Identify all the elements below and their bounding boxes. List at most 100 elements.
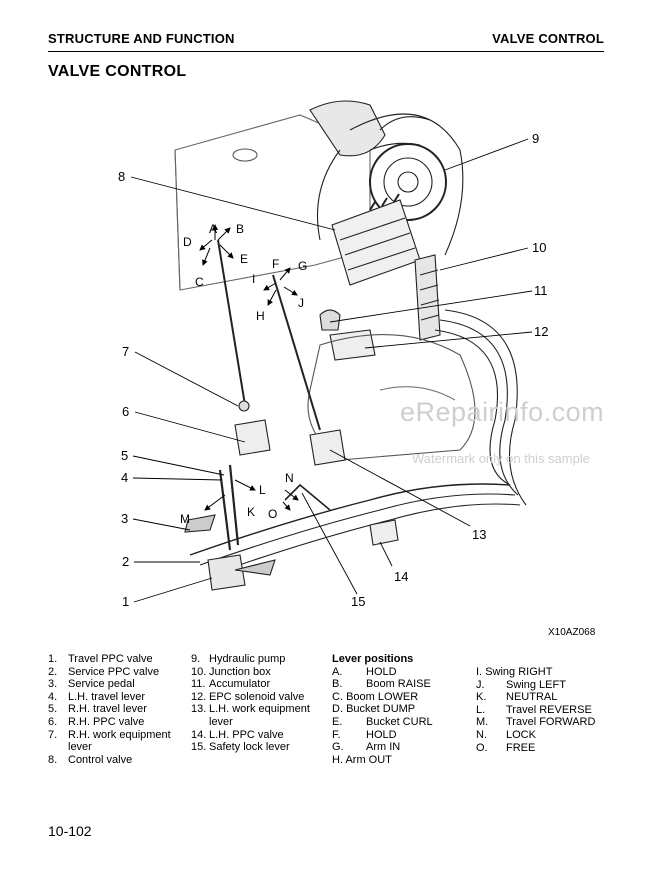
lever-positions-1: Lever positions A.HOLD B.Boom RAISE C. B…	[332, 653, 472, 766]
leader-8	[130, 176, 336, 231]
list-item: 6.R.H. PPC valve	[48, 715, 145, 728]
list-item: C. Boom LOWER	[332, 690, 419, 703]
list-item: D. Bucket DUMP	[332, 703, 416, 716]
list-item: F.HOLD	[332, 728, 397, 741]
chapter-title: VALVE CONTROL	[492, 31, 604, 46]
leader-12	[364, 331, 533, 349]
page-number: 10-102	[48, 823, 92, 839]
parts-list-2: 9.Hydraulic pump 10.Junction box 11.Accu…	[191, 653, 321, 754]
list-item: 4.L.H. travel lever	[48, 690, 146, 703]
valve-control-diagram: A B C D E F G H I J K L M N O 1 2 3	[118, 100, 548, 609]
leader-9	[444, 138, 529, 171]
letter-g: G	[298, 259, 307, 273]
letter-b: B	[236, 222, 244, 236]
direction-arrows	[199, 224, 299, 511]
leader-7	[134, 351, 239, 407]
letter-k: K	[247, 505, 255, 519]
list-item: 13.L.H. work equipment	[191, 703, 310, 716]
list-item: 12.EPC solenoid valve	[191, 690, 305, 703]
leader-6	[134, 411, 246, 443]
list-item: 8.Control valve	[48, 753, 133, 766]
list-item: 5.R.H. travel lever	[48, 703, 147, 716]
callout-4: 4	[121, 470, 128, 485]
leader-1	[133, 577, 213, 603]
rh-ppc-valve	[234, 419, 271, 456]
letter-a: A	[209, 222, 217, 236]
letter-f: F	[272, 257, 279, 271]
hydraulic-pump-body	[309, 100, 386, 157]
callout-11: 11	[534, 283, 548, 298]
callout-6: 6	[122, 404, 129, 419]
list-item: N.LOCK	[476, 728, 536, 741]
letter-h: H	[256, 309, 265, 323]
accumulator	[319, 309, 341, 331]
callout-15: 15	[351, 594, 365, 609]
callout-7: 7	[122, 344, 129, 359]
list-item: A.HOLD	[332, 665, 397, 678]
callout-12: 12	[534, 324, 548, 339]
leader-11	[329, 290, 533, 323]
leader-13	[329, 449, 471, 527]
rh-travel-lever	[228, 464, 240, 546]
list-item: 3.Service pedal	[48, 678, 135, 691]
list-item: K.NEUTRAL	[476, 691, 558, 704]
leader-14	[379, 541, 393, 567]
list-item: 15.Safety lock lever	[191, 741, 290, 754]
list-item: 14.L.H. PPC valve	[191, 728, 284, 741]
lever-positions-2: I. Swing RIGHT J.Swing LEFT K.NEUTRAL L.…	[476, 666, 626, 754]
callout-2: 2	[122, 554, 129, 569]
letter-i: I	[252, 272, 255, 286]
callout-14: 14	[394, 569, 408, 584]
list-item: 7.R.H. work equipment	[48, 728, 171, 741]
list-item: M.Travel FORWARD	[476, 716, 596, 729]
direction-letters: A B C D E F G H I J K L M N O	[180, 222, 307, 526]
machine-illustration	[174, 100, 527, 591]
watermark: eRepairinfo.com	[400, 397, 605, 427]
list-item: 10.Junction box	[191, 665, 271, 678]
lh-travel-lever	[218, 469, 232, 551]
floor-hoses	[189, 483, 511, 556]
page-header: STRUCTURE AND FUNCTION VALVE CONTROL	[48, 31, 604, 52]
list-item-continuation: lever	[68, 741, 92, 754]
callout-3: 3	[121, 511, 128, 526]
list-item: 2.Service PPC valve	[48, 665, 160, 678]
list-item: G.Arm IN	[332, 741, 401, 754]
callout-13: 13	[472, 527, 486, 542]
list-item: 1.Travel PPC valve	[48, 653, 153, 665]
leader-5	[132, 455, 225, 476]
travel-ppc-valve	[207, 554, 246, 591]
list-item: E.Bucket CURL	[332, 715, 433, 728]
safety-lock-lever	[284, 483, 331, 511]
letter-c: C	[195, 275, 204, 289]
list-item: H. Arm OUT	[332, 753, 392, 766]
operator-seat	[307, 334, 476, 461]
parts-list-1: 1.Travel PPC valve 2.Service PPC valve 3…	[48, 653, 188, 766]
callout-10: 10	[532, 240, 546, 255]
service-pedal	[184, 514, 216, 533]
junction-box	[414, 254, 441, 341]
callout-1: 1	[122, 594, 129, 609]
rh-work-lever-shaft	[217, 239, 246, 406]
callout-5: 5	[121, 448, 128, 463]
lh-ppc-block	[369, 519, 399, 546]
list-item: J.Swing LEFT	[476, 678, 566, 691]
callout-9: 9	[532, 131, 539, 146]
callout-numbers: 1 2 3 4 5 6 7 8 9 10 11 12 13 14 15	[118, 131, 548, 609]
leader-15	[301, 492, 358, 595]
watermark-note: Watermark only on this sample	[412, 451, 590, 466]
letter-e: E	[240, 252, 248, 266]
callout-8: 8	[118, 169, 125, 184]
page-title: VALVE CONTROL	[48, 63, 187, 80]
letter-l: L	[259, 483, 266, 497]
letter-j: J	[298, 296, 304, 310]
leader-4	[132, 477, 223, 481]
list-item: O.FREE	[476, 741, 536, 754]
letter-d: D	[183, 235, 192, 249]
list-item: I. Swing RIGHT	[476, 666, 553, 678]
letter-m: M	[180, 512, 190, 526]
figure-id: X10AZ068	[548, 627, 596, 638]
list-item: 9.Hydraulic pump	[191, 653, 286, 665]
leader-lines	[130, 138, 533, 603]
lh-ppc-valve	[309, 429, 346, 466]
list-item: B.Boom RAISE	[332, 678, 431, 691]
